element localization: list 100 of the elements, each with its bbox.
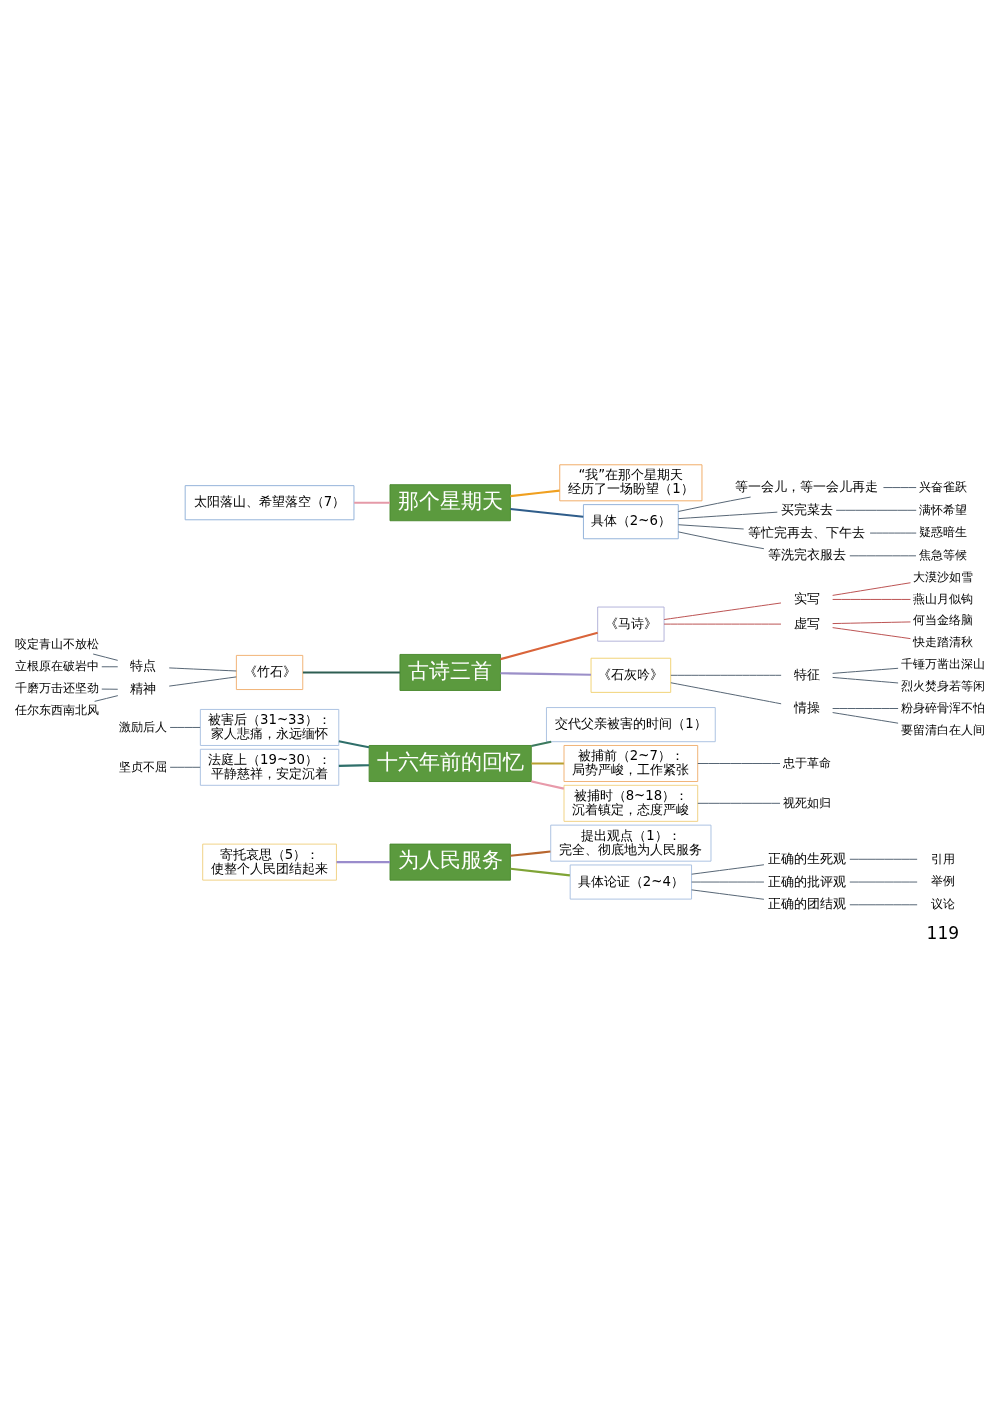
node-text: 焦急等候 (918, 547, 967, 562)
connector (677, 511, 778, 519)
connector (101, 665, 119, 667)
node-box: 具体论证（2~4） (569, 864, 693, 900)
node-text: 正确的批评观 (767, 873, 846, 889)
connector (691, 888, 765, 900)
node-text: 买完菜去 (780, 501, 833, 517)
node-box: 交代父亲被害的时间（1） (546, 706, 716, 742)
node-text: 特点 (130, 657, 157, 673)
node-text: 咬定青山不放松 (15, 636, 100, 651)
connector (849, 858, 918, 860)
node-text: 正确的生死观 (767, 850, 846, 866)
node-box: 《竹石》 (235, 654, 304, 690)
connector (92, 653, 119, 661)
node-text: 大漠沙如雪 (912, 569, 973, 584)
node-text: 等一会儿，等一会儿再走 (735, 478, 879, 494)
connector (663, 602, 782, 620)
node-text: 何当金络脑 (912, 612, 973, 627)
connector (832, 667, 899, 674)
node-text: 等洗完衣服去 (767, 546, 846, 562)
node-box: 太阳落山、希望落空（7） (184, 484, 355, 520)
connector (691, 881, 765, 882)
node-text: 燕山月似钩 (912, 591, 973, 606)
node-text: 引用 (930, 851, 955, 865)
connector (869, 532, 917, 534)
connector (832, 598, 911, 600)
connector (677, 523, 745, 529)
node-text: 议论 (930, 896, 955, 911)
node-box: 十六年前的回忆 (368, 744, 532, 782)
node-text: 立根原在破岩中 (15, 658, 100, 673)
label: 119 (926, 922, 960, 943)
node-box: 法庭上（19~30）：平静慈祥，安定沉着 (199, 748, 340, 786)
connector (302, 670, 400, 673)
connector (338, 739, 370, 748)
connector (500, 631, 598, 660)
connector (832, 620, 911, 624)
connector (882, 486, 917, 488)
connector (510, 489, 560, 497)
node-text: 视死如归 (782, 795, 831, 810)
connector (94, 694, 119, 702)
connector (169, 726, 201, 728)
node-text: 粉身碎骨浑不怕 (900, 700, 985, 715)
node-text: 精神 (130, 680, 157, 696)
connector (354, 501, 390, 504)
node-text: 激励后人 (119, 719, 168, 734)
node-text: 任尔东西南北风 (15, 702, 100, 717)
node-text: 特征 (793, 666, 820, 682)
connector (849, 881, 918, 882)
node-text: 情操 (793, 699, 820, 715)
node-text: 满怀希望 (918, 502, 967, 517)
connector (168, 666, 237, 671)
node-text: 正确的团结观 (767, 895, 846, 911)
node-text: 举例 (930, 873, 955, 888)
connector (832, 711, 899, 724)
node-text: 忠于革命 (782, 755, 831, 770)
connector (697, 762, 781, 764)
connector (832, 581, 911, 596)
connector (510, 507, 584, 518)
connector (101, 688, 119, 690)
node-text: 要留清白在人间 (900, 722, 985, 737)
connector (677, 530, 765, 549)
node-box: 《马诗》 (597, 606, 665, 642)
connector (169, 766, 201, 768)
connector (510, 850, 551, 857)
node-box: 寄托哀思（5）：使整个人民团结起来 (202, 843, 337, 881)
node-box: “我”在那个星期天经历了一场盼望（1） (559, 463, 703, 501)
connector (835, 509, 917, 511)
node-text: 实写 (793, 590, 820, 606)
connector (531, 779, 565, 790)
node-box: 被害后（31~33）：家人悲痛，永远缅怀 (199, 708, 340, 746)
connector (691, 863, 765, 875)
connector (531, 740, 552, 747)
node-text: 快走踏清秋 (912, 634, 973, 649)
node-box: 那个星期天 (389, 483, 511, 521)
node-text: 虚写 (793, 615, 820, 631)
connector (849, 903, 918, 905)
node-box: 被捕时（8~18）：沉着镇定，态度严峻 (563, 784, 699, 822)
connector (510, 867, 570, 876)
node-text: 等忙完再去、下午去 (748, 524, 866, 540)
connector (531, 761, 564, 765)
connector (670, 674, 782, 676)
node-box: 《石灰吟》 (590, 657, 672, 693)
node-box: 提出观点（1）：完全、彻底地为人民服务 (550, 824, 712, 862)
node-text: 千磨万击还坚劲 (15, 680, 100, 695)
connector (832, 676, 899, 683)
connector (832, 707, 899, 709)
node-text: 疑惑暗生 (918, 524, 967, 539)
connector (663, 623, 782, 625)
node-box: 为人民服务 (389, 843, 511, 881)
node-text: 坚贞不屈 (119, 759, 168, 774)
node-text: 兴奋雀跃 (918, 479, 967, 494)
connector (500, 671, 591, 676)
connector (670, 681, 782, 704)
node-box: 被捕前（2~7）：局势严峻，工作紧张 (563, 744, 699, 782)
node-box: 具体（2~6） (582, 503, 679, 539)
connector (336, 860, 390, 863)
node-text: 烈火焚身若等闲 (900, 678, 985, 693)
connector (832, 626, 911, 639)
node-box: 古诗三首 (399, 653, 501, 691)
connector (677, 496, 752, 512)
